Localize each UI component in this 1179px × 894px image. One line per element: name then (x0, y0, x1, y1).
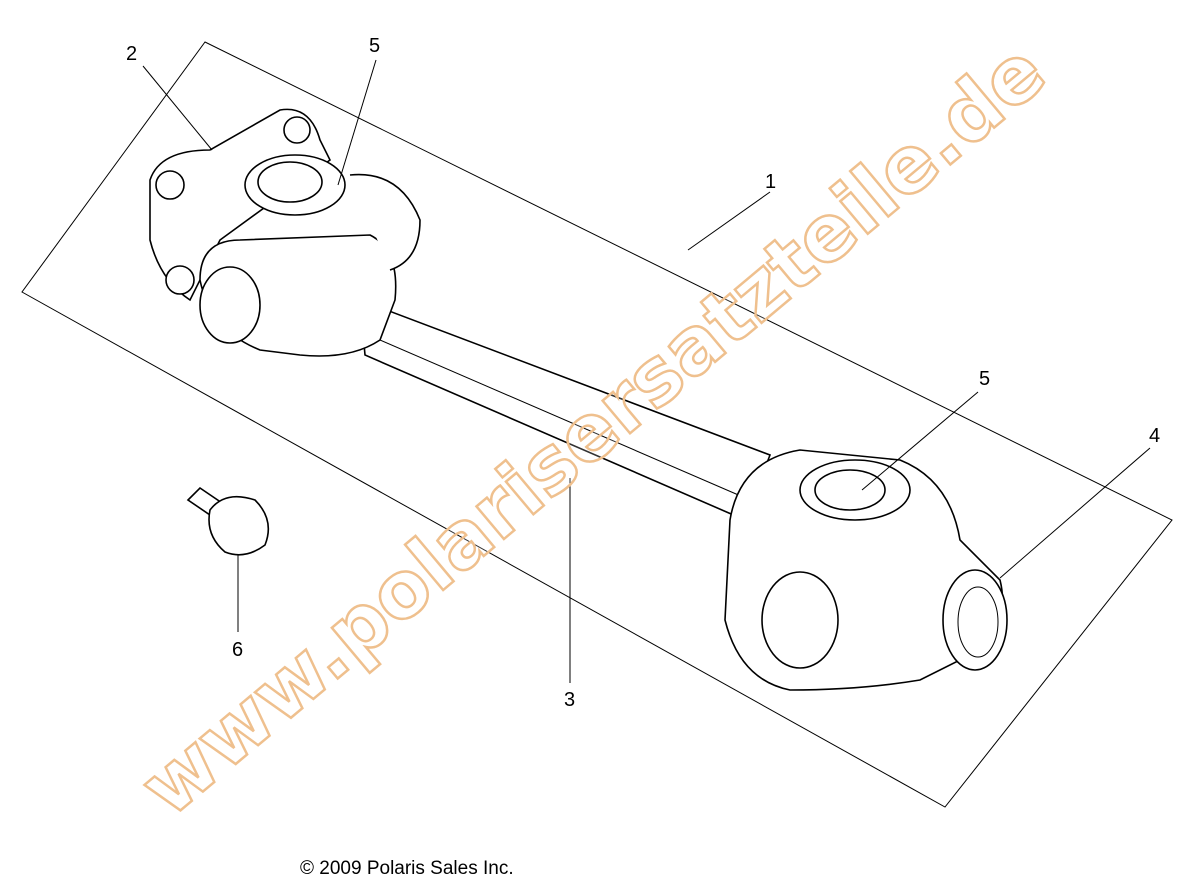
callout-3: 3 (564, 689, 575, 711)
callout-5a: 5 (369, 35, 380, 57)
flange-yoke-part-2 (149, 108, 421, 357)
copyright-text: © 2009 Polaris Sales Inc. (300, 858, 514, 879)
assembly-box (21, 41, 1173, 808)
bolt-part-6 (186, 486, 270, 556)
callout-5b: 5 (979, 368, 990, 390)
callout-4: 4 (1149, 425, 1160, 447)
callout-2: 2 (126, 43, 137, 65)
callout-6: 6 (232, 639, 243, 661)
slip-yoke-part-4 (724, 449, 1008, 691)
callout-1: 1 (765, 171, 776, 193)
